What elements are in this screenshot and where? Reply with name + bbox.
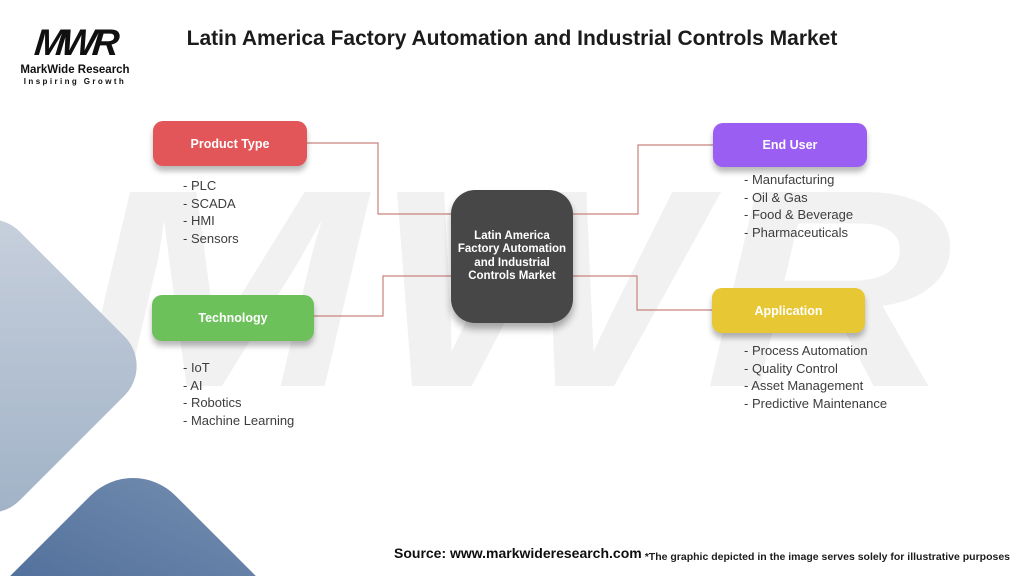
illustrative-disclaimer: *The graphic depicted in the image serve… [644, 551, 1010, 563]
list-item: - Pharmaceuticals [744, 224, 849, 240]
central-node-line: Controls Market [468, 270, 556, 282]
connector-technology [314, 275, 451, 317]
connector-application [573, 275, 712, 311]
logo-company-name: MarkWide Research [20, 64, 130, 76]
central-market-node: Latin America Factory Automation and Ind… [451, 190, 573, 323]
central-node-line: Factory Automation [457, 243, 567, 255]
branch-label-end-user: End User [762, 138, 818, 152]
logo-tagline: Inspiring Growth [23, 77, 127, 86]
branch-box-technology: Technology [152, 295, 314, 341]
list-item: - Food & Beverage [744, 207, 854, 222]
list-item: - Manufacturing [744, 172, 835, 187]
list-item: - Sensors [183, 230, 239, 246]
branch-box-end-user: End User [713, 123, 867, 167]
list-item: - Quality Control [744, 360, 838, 376]
list-item: - Machine Learning [183, 412, 295, 428]
central-node-line: Latin America [474, 229, 550, 242]
list-item: - Oil & Gas [744, 189, 808, 205]
list-item: - SCADA [183, 195, 236, 211]
list-item: - Asset Management [744, 378, 864, 393]
item-list-product-type: - PLC - SCADA - HMI - Sensors [183, 177, 239, 247]
branch-box-product-type: Product Type [153, 121, 307, 166]
branch-box-application: Application [712, 288, 865, 333]
list-item: - Process Automation [744, 343, 868, 358]
list-item: - PLC [183, 178, 217, 193]
list-item: - Robotics [183, 395, 242, 410]
list-item: - AI [183, 377, 203, 393]
central-node-line: and Industrial [474, 256, 550, 269]
item-list-application: - Process Automation - Quality Control -… [744, 342, 887, 412]
item-list-technology: - IoT - AI - Robotics - Machine Learning [183, 359, 294, 429]
item-list-end-user: - Manufacturing - Oil & Gas - Food & Bev… [744, 171, 853, 241]
connector-product-type [307, 142, 451, 215]
connector-end-user [573, 144, 713, 215]
source-attribution: Source: www.markwideresearch.com [394, 545, 642, 561]
markwide-logo: MWR MarkWide Research Inspiring Growth [20, 22, 130, 86]
branch-label-product-type: Product Type [190, 136, 270, 151]
branch-label-application: Application [754, 303, 823, 318]
list-item: - IoT [183, 360, 210, 375]
branch-label-technology: Technology [198, 311, 268, 325]
list-item: - HMI [183, 213, 215, 228]
page-title: Latin America Factory Automation and Ind… [186, 27, 838, 50]
list-item: - Predictive Maintenance [744, 395, 888, 411]
